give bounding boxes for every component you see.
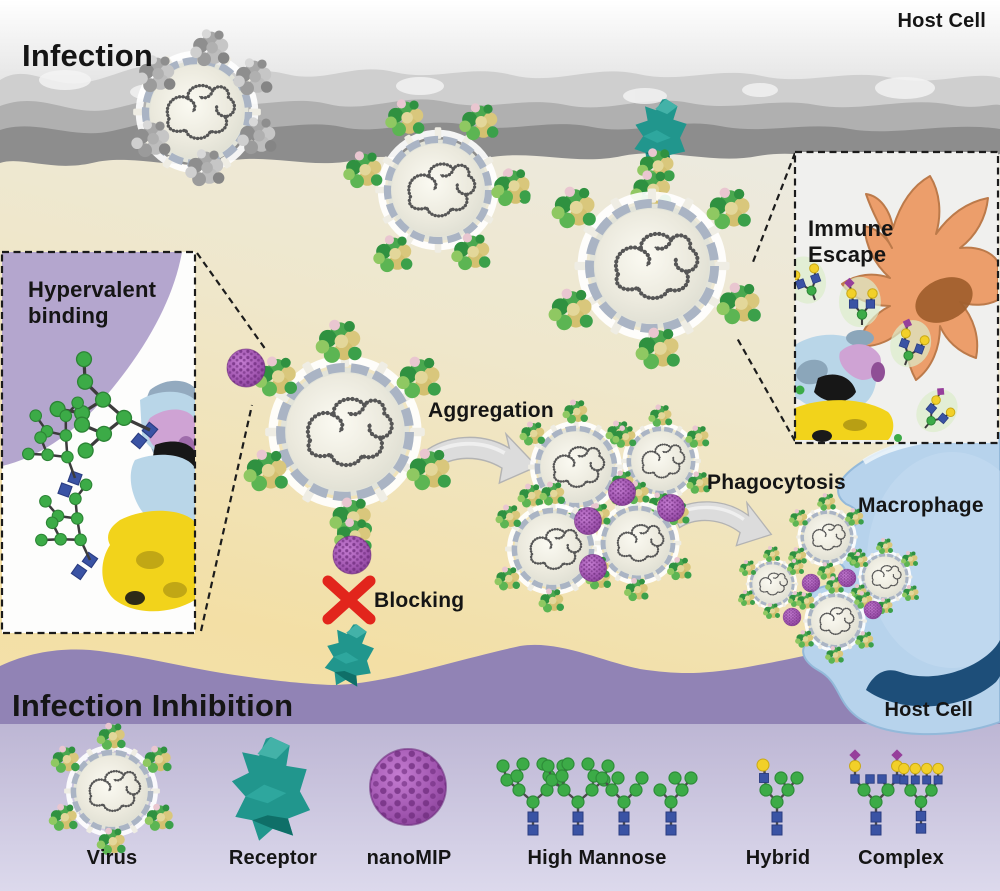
hypervalent-binding-label: Hypervalent binding — [28, 277, 156, 329]
hypervalent-line1: Hypervalent — [28, 277, 157, 302]
blocking-label: Blocking — [374, 589, 465, 612]
immune-escape-label: Immune Escape — [808, 216, 894, 268]
immune-inset-border — [793, 150, 1000, 445]
immune-escape-line2: Escape — [808, 242, 887, 267]
legend-label-receptor: Receptor — [228, 847, 318, 869]
legend-label-complex: Complex — [858, 847, 944, 869]
hypervalent-binding-inset — [0, 250, 197, 635]
host-cell-bottom-label: Host Cell — [884, 699, 973, 721]
infection-inhibition-section-label: Infection Inhibition — [12, 688, 294, 723]
nanomip-icon — [608, 478, 636, 506]
legend-nanomip-icon — [369, 748, 447, 826]
nanomip-icon — [657, 494, 685, 522]
hypervalent-inset-border — [0, 250, 197, 635]
nanomip-icon — [782, 607, 802, 627]
legend-label-virus: Virus — [86, 847, 138, 869]
legend-label-hybrid: Hybrid — [745, 847, 811, 869]
immune-cell — [841, 175, 998, 381]
blocking-x-icon — [322, 575, 376, 625]
legend-label-nanomip: nanoMIP — [366, 847, 452, 869]
nanomip-icon — [226, 348, 266, 388]
nanomip-icon — [332, 535, 372, 575]
glycosylated-spike-protein — [795, 251, 967, 442]
macrophage-label: Macrophage — [858, 494, 984, 517]
hypervalent-line2: binding — [28, 303, 109, 328]
host-cell-top-label: Host Cell — [897, 10, 986, 32]
aggregation-label: Aggregation — [428, 399, 554, 422]
nanomip-icon — [801, 573, 821, 593]
legend-label-high-mannose: High Mannose — [527, 847, 667, 869]
host-cell-membrane-bottom — [0, 644, 1000, 891]
inset-connector-lines — [196, 152, 797, 632]
infection-section-label: Infection — [22, 38, 153, 73]
nanomip-icon — [837, 568, 857, 588]
spike-protein-complex — [102, 380, 195, 612]
nanomip-icon — [579, 554, 607, 582]
phagocytosis-label: Phagocytosis — [707, 471, 846, 494]
nanomip-icon — [863, 600, 883, 620]
immune-escape-inset — [793, 150, 1000, 445]
immune-escape-line1: Immune — [808, 216, 894, 241]
nanomip-icon — [574, 507, 602, 535]
